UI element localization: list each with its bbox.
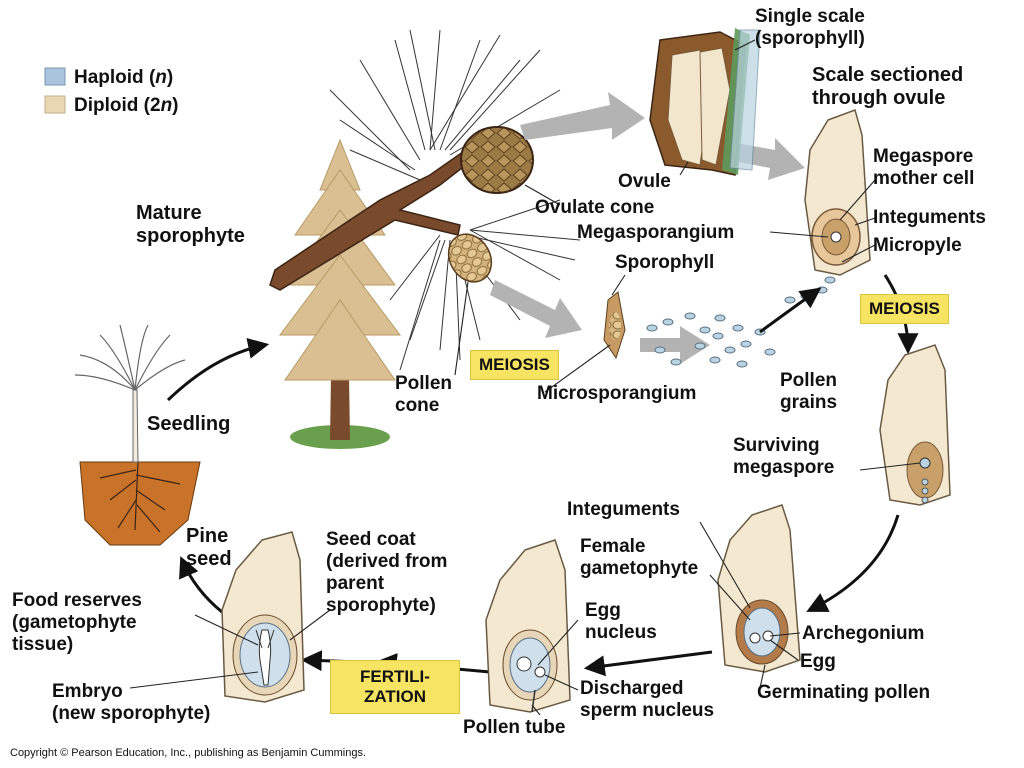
surviving-megaspore-ovule	[879, 344, 951, 506]
fertilization-ovule	[485, 539, 571, 713]
leader-lines	[129, 39, 921, 716]
legend-haploid-label: Haploid (n)	[74, 67, 174, 88]
label-ovule: Ovule	[618, 171, 671, 192]
label-pollen-tube: Pollen tube	[463, 717, 566, 738]
label-germinating-pollen: Germinating pollen	[757, 682, 931, 703]
label-seedling: Seedling	[147, 413, 231, 435]
pollen-grains-illustration	[646, 276, 836, 368]
label-integuments-bottom: Integuments	[567, 499, 680, 520]
label-single-scale: Single scale(sporophyll)	[755, 6, 865, 49]
label-microsporangium: Microsporangium	[537, 383, 697, 404]
label-micropyle: Micropyle	[873, 235, 962, 256]
label-sporophyll: Sporophyll	[615, 252, 715, 273]
legend-diploid-swatch	[44, 95, 66, 114]
legend-haploid-swatch	[44, 67, 66, 86]
seedling-illustration	[74, 324, 201, 546]
meiosis-box-left: MEIOSIS	[470, 350, 559, 380]
label-megasporangium: Megasporangium	[577, 222, 735, 243]
label-embryo: Embryo(new sporophyte)	[52, 681, 211, 724]
single-scale-illustration	[649, 28, 761, 176]
ovule-section-illustration	[804, 109, 871, 276]
label-ovulate-cone: Ovulate cone	[535, 197, 655, 218]
label-egg: Egg	[800, 651, 836, 672]
mature-tree-illustration	[279, 138, 401, 449]
fertilization-box: FERTILI-ZATION	[330, 660, 460, 714]
pine-seed-illustration	[221, 531, 305, 703]
label-integuments-top: Integuments	[873, 207, 986, 228]
legend-diploid-label: Diploid (2n)	[74, 95, 179, 116]
label-archegonium: Archegonium	[802, 623, 925, 644]
meiosis-box-right: MEIOSIS	[860, 294, 949, 324]
copyright-text: Copyright © Pearson Education, Inc., pub…	[10, 747, 367, 759]
female-gametophyte-ovule	[717, 504, 801, 673]
sporophyll-illustration	[603, 291, 626, 360]
pine-branch-illustration	[269, 29, 581, 371]
